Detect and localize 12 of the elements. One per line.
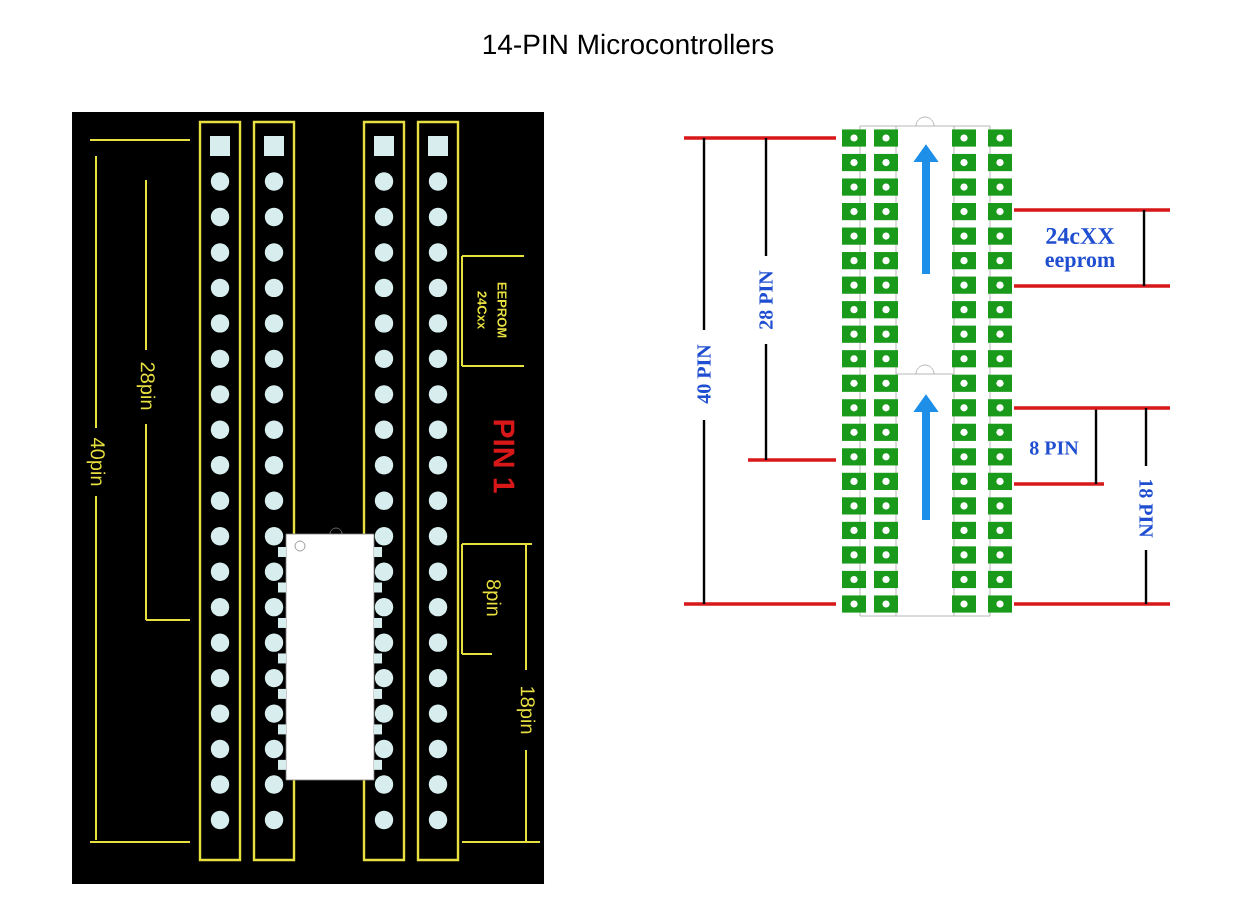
- pin-count-label: 8 PIN: [1029, 441, 1079, 455]
- pin-count-label: 28 PIN: [759, 270, 773, 329]
- pin-count-label: 28pin: [136, 362, 156, 410]
- pin-count-label: 40pin: [86, 438, 106, 486]
- pin-label: PIN 1: [493, 420, 515, 493]
- chip-label: eeprom: [1045, 256, 1115, 272]
- pin-count-label: 8pin: [482, 580, 502, 616]
- title: 14-PIN Microcontrollers: [483, 33, 774, 55]
- pin-count-label: 18pin: [516, 687, 536, 734]
- chip-label: 24cXX: [1046, 227, 1115, 245]
- pin-count-label: 40 PIN: [697, 344, 711, 404]
- pin-count-label: 18 PIN: [1139, 479, 1153, 538]
